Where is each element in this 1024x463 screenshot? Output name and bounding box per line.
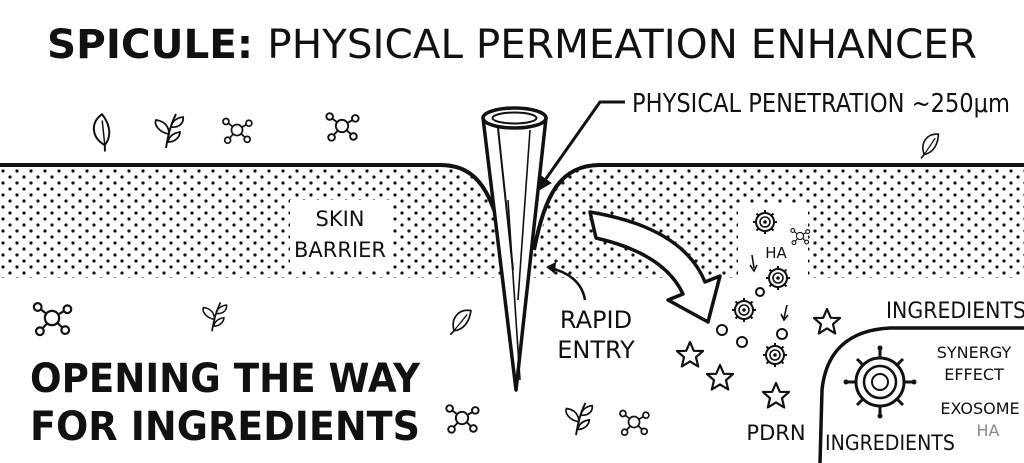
leaf-icon (446, 304, 474, 340)
ha-label: HA (765, 244, 787, 262)
rapid-entry-label-1: RAPID (560, 306, 632, 334)
molecule-icon (32, 302, 73, 337)
sprig-icon (565, 401, 594, 437)
molecule-icon (222, 117, 253, 145)
molecule-icon (619, 409, 650, 437)
exosome-icon (762, 342, 788, 368)
tagline-line-2: FOR INGREDIENTS (30, 404, 420, 450)
synergy-label-1: SYNERGY (937, 343, 1012, 362)
penetration-callout-line (536, 100, 625, 191)
penetration-label: PHYSICAL PENETRATION ~250μm (632, 89, 1010, 119)
skin-surface-line-right (532, 163, 1024, 251)
sprig-icon (154, 113, 185, 149)
skin-barrier-label-bg (290, 200, 390, 270)
rapid-entry-label-2: ENTRY (557, 336, 635, 364)
tagline-line-1: OPENING THE WAY (30, 356, 421, 402)
exosome-icon (731, 297, 757, 323)
ingredients-panel-border (818, 326, 1024, 463)
panel-ha-label: HA (977, 421, 1000, 440)
exosome-label: EXOSOME (940, 399, 1019, 418)
exosome-icon (843, 345, 917, 419)
particle (716, 324, 728, 336)
star-icon (812, 307, 842, 335)
leaf-icon (88, 112, 118, 154)
particle (736, 336, 748, 348)
pdrn-label: PDRN (746, 421, 805, 445)
ingredients-panel-footer: INGREDIENTS (825, 431, 955, 455)
skin-barrier-label-1: SKIN (315, 207, 364, 231)
leaf-icon (917, 129, 941, 163)
title-bold: SPICULE: (47, 22, 253, 68)
curved-arrow-icon (588, 210, 722, 324)
exosome-icon (765, 265, 791, 291)
synergy-label-2: EFFECT (944, 365, 1004, 384)
diagram-title: SPICULE: PHYSICAL PERMEATION ENHANCER (47, 22, 977, 68)
skin-barrier-label-2: BARRIER (294, 238, 386, 262)
particle (776, 328, 788, 340)
molecule-icon (445, 404, 480, 434)
molecule-icon (325, 112, 360, 142)
particle (755, 287, 765, 297)
exosome-icon (752, 209, 778, 235)
star-icon (705, 363, 735, 391)
spicule-needle (481, 106, 548, 392)
sprig-icon (202, 301, 228, 333)
star-icon (761, 381, 791, 409)
ingredients-panel-header: INGREDIENTS (886, 299, 1024, 324)
title-rest: PHYSICAL PERMEATION ENHANCER (267, 22, 977, 68)
star-icon (675, 340, 705, 368)
